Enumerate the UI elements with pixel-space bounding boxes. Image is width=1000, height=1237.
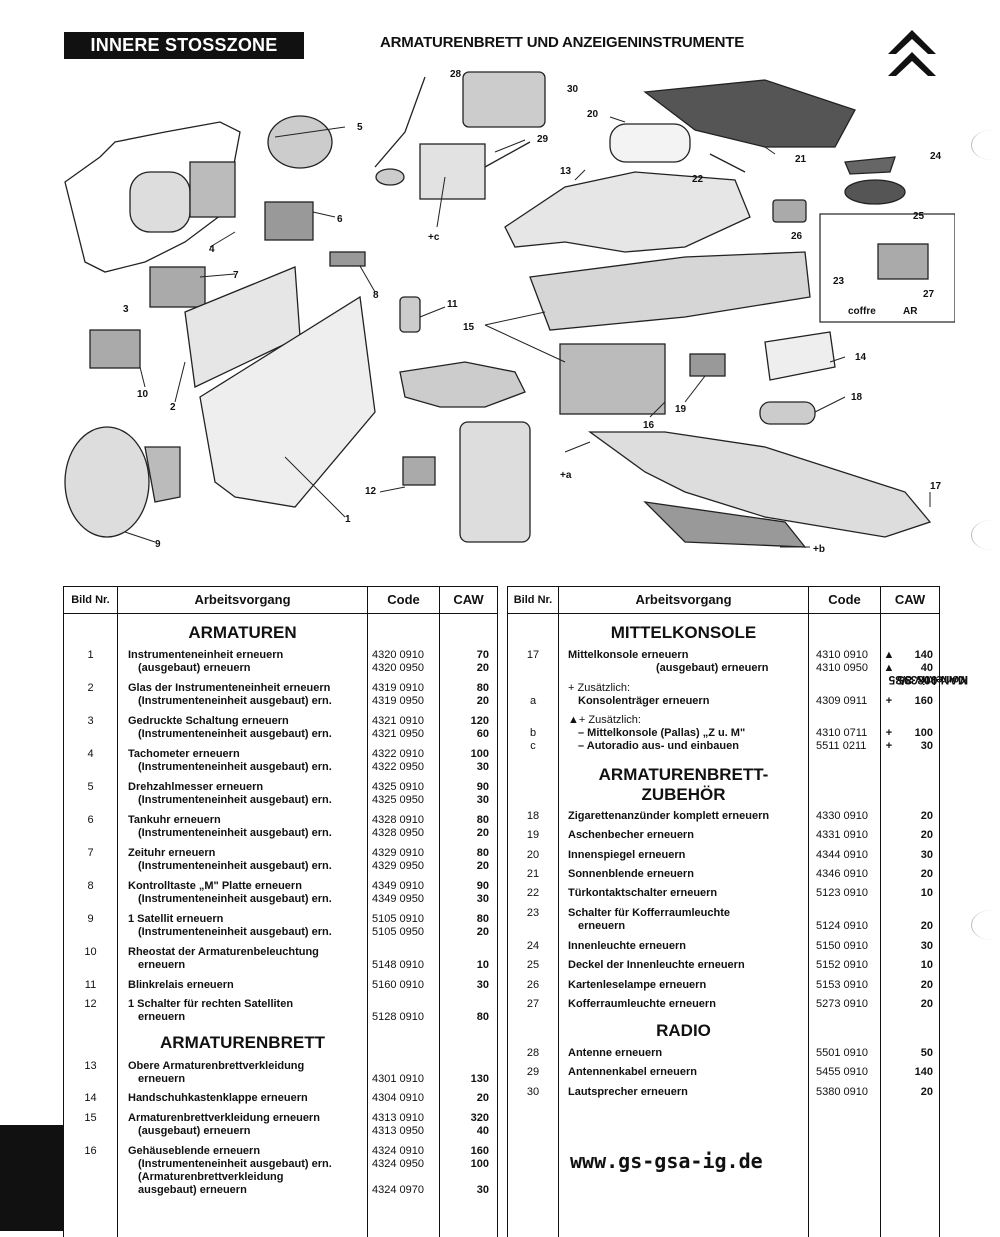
callout-12: 12 [365,486,377,497]
callout-24: 24 [930,151,942,162]
satellite-part [64,426,150,538]
callout-3: 3 [123,304,129,315]
center-console-part [588,431,932,538]
callout-7: 7 [233,270,239,281]
callout-13: 13 [560,166,572,177]
speedometer-part [129,171,191,233]
ashtray-part [689,353,726,377]
punch-hole [971,910,1000,940]
callout-8: 8 [373,290,379,301]
callout-16: 16 [643,420,655,431]
cigarette-lighter-part [759,401,816,425]
callout-4: 4 [209,244,215,255]
coffre-label: coffre [848,306,876,317]
labor-table-left: Bild Nr. Arbeitsvorgang Code CAW ARMATUR… [63,586,498,1237]
col-header-arbeitsvorgang: Arbeitsvorgang [635,592,732,607]
antenna-part [374,76,426,168]
speaker-part [462,71,546,128]
callout-11: 11 [447,299,458,310]
radio-part [419,143,486,200]
boot-light-part [877,243,929,280]
flasher-relay-part [399,296,421,333]
callout-14: 14 [855,352,867,363]
col-header-code: Code [828,592,861,607]
callout-28: 28 [450,69,462,80]
callout-15: 15 [463,322,475,333]
section-armaturenbrett: ARMATURENBRETT [160,1033,325,1052]
section-zubehoer: ARMATURENBRETT-ZUBEHÖR [598,765,769,804]
punch-hole [971,130,1000,160]
callout-plus-c: +c [428,232,440,243]
binder-strip [0,1125,64,1231]
callout-plus-a: +a [560,470,572,481]
callout-5: 5 [357,122,363,133]
mirror-part [609,123,691,163]
button-plate-part [329,251,366,267]
col-header-bild: Bild Nr. [71,594,110,606]
rheostat-part [89,329,141,369]
section-mittelkonsole: MITTELKONSOLE [610,623,757,642]
callout-30: 30 [567,84,579,95]
callout-20: 20 [587,109,599,120]
callout-18: 18 [851,392,863,403]
trim-bezel-part [559,343,666,415]
wiring-harness-part [399,361,526,408]
dash-cover-part [529,251,811,331]
callout-1: 1 [345,514,351,525]
callout-6: 6 [337,214,343,225]
clock-part [149,266,206,308]
callout-9: 9 [155,539,161,550]
ar-label: AR [903,306,918,317]
section-radio: RADIO [656,1021,711,1040]
light-cover-part [844,179,906,205]
interior-light-part [844,156,896,175]
callout-10: 10 [137,389,149,400]
col-header-caw: CAW [894,592,926,607]
callout-19: 19 [675,404,687,415]
fuel-gauge-part [264,201,314,241]
sun-visor-part [643,79,856,148]
col-header-bild: Bild Nr. [513,594,553,606]
callout-25: 25 [913,211,925,222]
parts-exploded-diagram: 1 2 3 4 5 6 7 8 9 10 11 12 13 14 15 16 1… [64,69,955,555]
callout-27: 27 [923,289,935,300]
rev-counter-part [267,115,333,169]
callout-26: 26 [791,231,803,242]
callout-22: 22 [692,174,704,185]
page-title: ARMATURENBRETT UND ANZEIGENINSTRUMENTE [380,34,745,51]
labor-table-right: Bild Nr. Arbeitsvorgang Code CAW MITTELK… [507,586,940,1237]
instrument-panel-part [199,295,376,508]
dash-top-part [504,171,751,253]
callout-17: 17 [930,481,942,492]
col-header-arbeitsvorgang: Arbeitsvorgang [194,592,291,607]
callout-23: 23 [833,276,845,287]
callout-2: 2 [170,402,176,413]
col-header-caw: CAW [453,592,484,607]
callout-29: 29 [537,134,549,145]
switch-part [459,421,531,543]
section-armaturen: ARMATUREN [188,623,297,642]
col-header-code: Code [387,592,420,607]
section-badge: INNERE STOSSZONE [64,32,304,59]
callout-plus-b: +b [813,544,825,555]
callout-21: 21 [795,154,807,165]
citroen-logo [888,30,936,76]
punch-hole [971,520,1000,550]
glovebox-flap-part [764,331,836,381]
map-light-part [772,199,807,223]
website-url: www.gs-gsa-ig.de [570,1149,763,1173]
